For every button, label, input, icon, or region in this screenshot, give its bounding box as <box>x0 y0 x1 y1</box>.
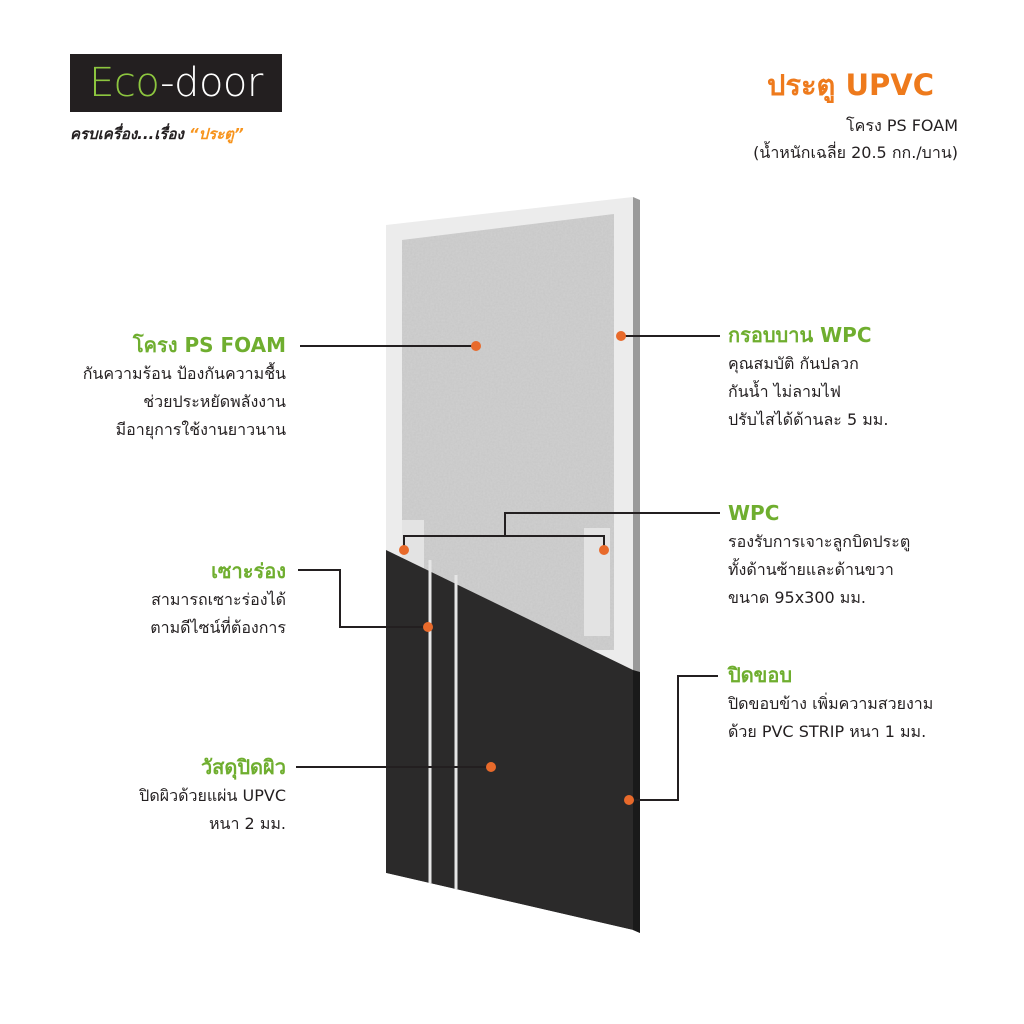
callout-ps-foam-line-1: กันความร้อน ป้องกันความชื้น <box>82 364 286 383</box>
door-side-edge-dark <box>633 670 640 933</box>
leader-groove <box>298 569 428 628</box>
callout-ps-foam-line-2: ช่วยประหยัดพลังงาน <box>143 392 286 411</box>
callout-surface: วัสดุปิดผิว ปิดผิวด้วยแผ่น UPVC หนา 2 มม… <box>139 752 286 838</box>
callout-ps-foam: โครง PS FOAM กันความร้อน ป้องกันความชื้น… <box>83 330 286 444</box>
callout-edge: ปิดขอบ ปิดขอบข้าง เพิ่มความสวยงาม ด้วย P… <box>728 660 933 746</box>
callout-wpc-frame-heading: กรอบบาน WPC <box>728 323 872 347</box>
marker-surface <box>486 762 496 772</box>
callout-wpc-line-1: รองรับการเจาะลูกบิดประตู <box>728 532 911 551</box>
page-title: ประตู UPVC <box>766 68 934 102</box>
callout-ps-foam-line-3: มีอายุการใช้งานยาวนาน <box>115 420 286 439</box>
callout-wpc-frame-line-2: กันน้ำ ไม่ลามไฟ <box>728 382 841 401</box>
callout-wpc-line-2: ทั้งด้านซ้ายและด้านขวา <box>728 560 894 579</box>
callout-ps-foam-heading: โครง PS FOAM <box>132 333 286 357</box>
tagline-quote: “ประตู” <box>189 125 244 143</box>
callout-wpc-frame-line-1: คุณสมบัติ กันปลวก <box>728 354 859 373</box>
callout-edge-line-1: ปิดขอบข้าง เพิ่มความสวยงาม <box>728 694 934 713</box>
leader-edge <box>629 675 718 801</box>
callout-wpc-line-3: ขนาด 95x300 มม. <box>728 588 866 607</box>
callout-wpc-frame: กรอบบาน WPC คุณสมบัติ กันปลวก กันน้ำ ไม่… <box>728 320 888 434</box>
marker-wpc-right <box>599 545 609 555</box>
logo-text: Eco-door <box>89 63 263 103</box>
callout-edge-heading: ปิดขอบ <box>728 663 793 687</box>
marker-edge <box>624 795 634 805</box>
logo-door: -door <box>160 60 263 106</box>
callout-edge-line-2: ด้วย PVC STRIP หนา 1 มม. <box>728 722 927 741</box>
marker-wpc-frame <box>616 331 626 341</box>
subtitle-line-1: โครง PS FOAM <box>846 116 958 135</box>
callout-surface-line-2: หนา 2 มม. <box>209 814 286 833</box>
callout-surface-heading: วัสดุปิดผิว <box>200 755 286 779</box>
callout-groove-line-1: สามารถเซาะร่องได้ <box>151 590 286 609</box>
ps-foam-texture <box>402 214 614 650</box>
leader-wpc-branch <box>403 535 605 549</box>
wpc-block-right <box>584 528 610 636</box>
upvc-skin <box>386 550 633 930</box>
tagline-main: ครบเครื่อง...เรื่อง <box>70 125 184 143</box>
marker-wpc-left <box>399 545 409 555</box>
callout-wpc: WPC รองรับการเจาะลูกบิดประตู ทั้งด้านซ้า… <box>728 498 910 612</box>
brand-tagline: ครบเครื่อง...เรื่อง “ประตู” <box>70 122 244 146</box>
page-subtitle: โครง PS FOAM (น้ำหนักเฉลี่ย 20.5 กก./บาน… <box>638 112 958 166</box>
marker-groove <box>423 622 433 632</box>
leader-wpc <box>504 512 720 536</box>
callout-groove: เซาะร่อง สามารถเซาะร่องได้ ตามดีไซน์ที่ต… <box>150 556 286 642</box>
marker-ps-foam <box>471 341 481 351</box>
callout-surface-line-1: ปิดผิวด้วยแผ่น UPVC <box>139 786 286 805</box>
callout-wpc-heading: WPC <box>728 501 780 525</box>
callout-groove-line-2: ตามดีไซน์ที่ต้องการ <box>150 618 286 637</box>
callout-groove-heading: เซาะร่อง <box>211 559 286 583</box>
logo-eco: Eco <box>89 60 161 106</box>
eco-door-logo: Eco-door <box>70 54 282 112</box>
subtitle-line-2: (น้ำหนักเฉลี่ย 20.5 กก./บาน) <box>753 143 958 162</box>
callout-wpc-frame-line-3: ปรับไสได้ด้านละ 5 มม. <box>728 410 889 429</box>
